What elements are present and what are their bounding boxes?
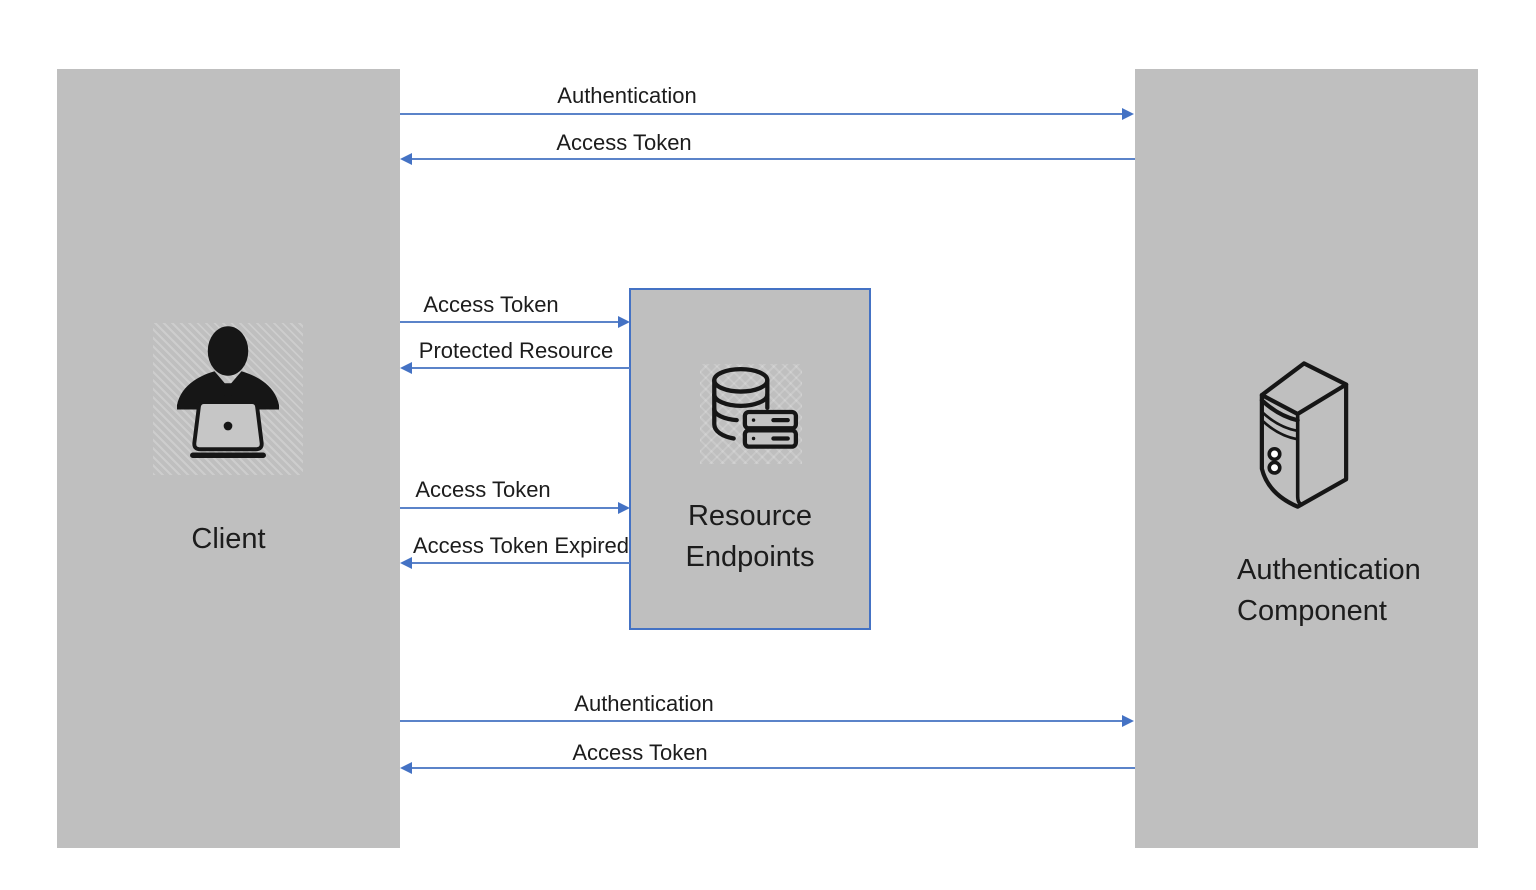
arrow-line <box>400 715 1134 727</box>
arrow-head-right-icon <box>618 502 630 514</box>
database-server-icon <box>700 364 802 464</box>
arrow-label: Access Token <box>423 292 559 317</box>
arrow-shaft <box>410 767 1135 769</box>
arrow-label: Authentication <box>574 691 714 716</box>
arrow-label: Authentication <box>557 83 697 108</box>
arrow-label: Access Token <box>415 477 551 502</box>
arrow-head-left-icon <box>400 557 412 569</box>
client-panel: Client <box>57 69 400 848</box>
arrow-head-right-icon <box>1122 108 1134 120</box>
arrow-shaft <box>400 720 1124 722</box>
arrow-head-left-icon <box>400 762 412 774</box>
auth-component-label: Authentication Component <box>1237 554 1421 628</box>
arrow-shaft <box>400 321 620 323</box>
arrow-head-left-icon <box>400 362 412 374</box>
arrow-head-right-icon <box>618 316 630 328</box>
arrow-label: Access Token <box>572 740 708 765</box>
arrow-line <box>400 108 1134 120</box>
arrow-shaft <box>400 507 620 509</box>
arrow-line <box>400 316 630 328</box>
arrow-label: Access Token <box>556 130 692 155</box>
server-tower-icon <box>1251 355 1357 513</box>
arrow-line <box>400 762 1135 774</box>
arrow-line <box>400 362 630 374</box>
resource-endpoints-box: Resource Endpoints <box>629 288 871 630</box>
arrow-head-right-icon <box>1122 715 1134 727</box>
arrow-shaft <box>400 113 1124 115</box>
person-at-laptop-icon <box>153 323 303 475</box>
arrow-label: Protected Resource <box>418 338 614 363</box>
auth-component-panel: Authentication Component <box>1135 69 1478 848</box>
arrow-shaft <box>410 562 630 564</box>
arrow-head-left-icon <box>400 153 412 165</box>
arrow-line <box>400 153 1135 165</box>
arrow-shaft <box>410 367 630 369</box>
resource-endpoints-label: Resource Endpoints <box>685 500 815 574</box>
client-label: Client <box>191 523 266 555</box>
arrow-line <box>400 557 630 569</box>
arrow-label: Access Token Expired <box>412 533 630 558</box>
arrow-shaft <box>410 158 1135 160</box>
arrow-line <box>400 502 630 514</box>
